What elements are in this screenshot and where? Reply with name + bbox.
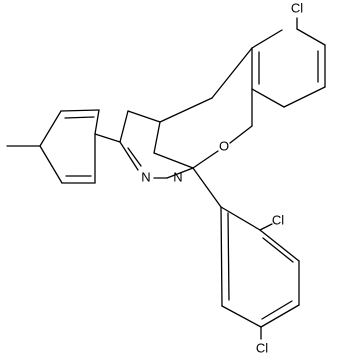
bond xyxy=(119,141,139,171)
atom-label-cl-para: Cl xyxy=(256,340,268,355)
bond xyxy=(127,147,142,167)
chlorobenzo-ring xyxy=(251,17,326,108)
bond xyxy=(192,150,219,169)
bond xyxy=(259,223,273,231)
oxazine-ring xyxy=(153,47,253,169)
bond xyxy=(229,125,253,144)
bond xyxy=(153,121,161,154)
atom-label-cl-ortho: Cl xyxy=(272,212,284,227)
bond xyxy=(220,206,261,231)
bond xyxy=(94,133,121,143)
bond xyxy=(166,167,194,179)
bond xyxy=(60,109,100,112)
bond xyxy=(211,47,253,99)
bond xyxy=(261,300,293,320)
bond xyxy=(251,88,285,108)
bond xyxy=(296,28,326,46)
bond xyxy=(227,212,230,301)
bond xyxy=(192,167,222,208)
bond xyxy=(251,29,283,49)
bond xyxy=(127,110,161,123)
bond xyxy=(39,110,62,147)
tolyl-ring xyxy=(6,109,121,184)
bond xyxy=(39,145,63,184)
bond xyxy=(283,86,326,108)
atom-label-oxygen: O xyxy=(219,138,229,153)
bond xyxy=(221,305,262,328)
dichlorophenyl-ring xyxy=(192,167,300,340)
bond xyxy=(153,152,194,169)
bond xyxy=(119,110,129,143)
atom-label-cl-top: Cl xyxy=(291,0,303,15)
bond xyxy=(260,304,300,328)
pyrazoline-ring xyxy=(119,110,194,179)
bond xyxy=(262,237,294,263)
bond xyxy=(220,206,223,307)
atom-label-nitrogen-imine: N xyxy=(141,169,150,184)
bond xyxy=(259,229,300,262)
atom-label-nitrogen-ring: N xyxy=(173,169,182,184)
bond xyxy=(94,109,100,135)
bond xyxy=(159,97,213,123)
bond xyxy=(64,116,95,119)
